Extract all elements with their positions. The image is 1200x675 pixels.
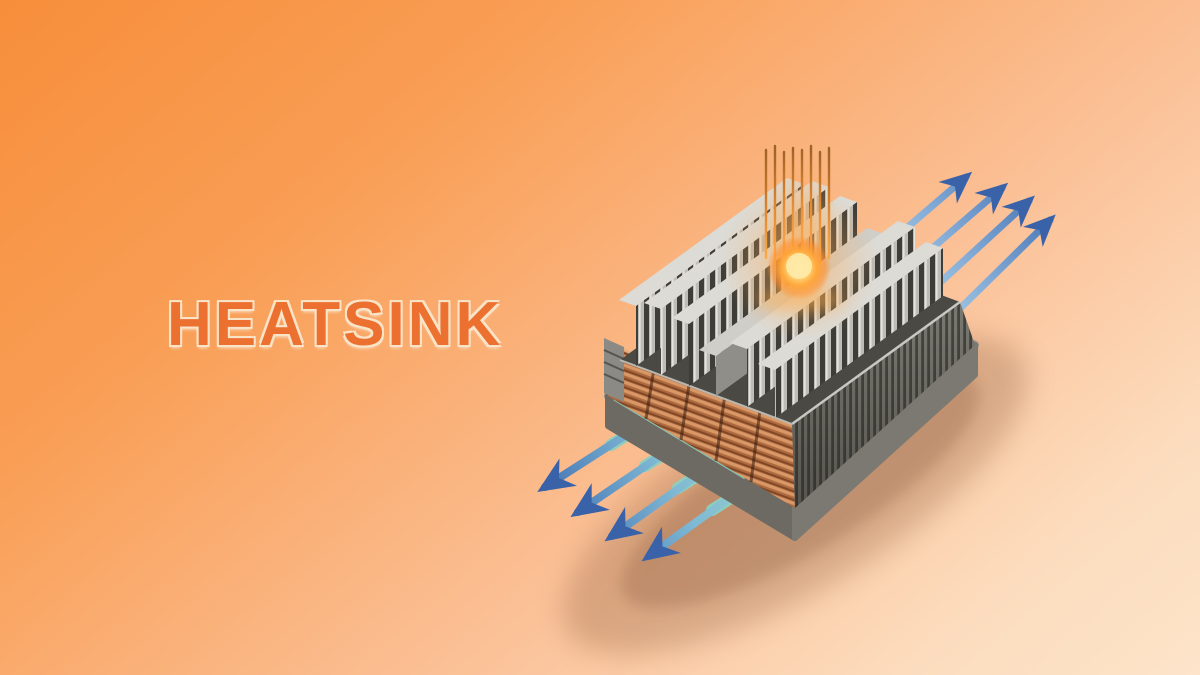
- copper-column-gap: [714, 393, 727, 462]
- copper-column-gap: [749, 409, 762, 483]
- base-right-face: [792, 342, 978, 541]
- airflow-arrow: [570, 444, 676, 518]
- airflow-arrow: [604, 466, 709, 542]
- copper-face: [608, 348, 795, 508]
- airflow-arrow: [641, 488, 742, 562]
- heat-source-glow: [721, 148, 877, 340]
- page-title: HEATSINK: [167, 290, 504, 359]
- copper-column-gap: [679, 377, 692, 441]
- deck-front-rim: [791, 300, 961, 426]
- side-fins-shade: [792, 302, 975, 508]
- side-fin-array-right: [792, 302, 975, 508]
- left-end-cap: [603, 338, 625, 402]
- deck-left-rim: [619, 359, 793, 425]
